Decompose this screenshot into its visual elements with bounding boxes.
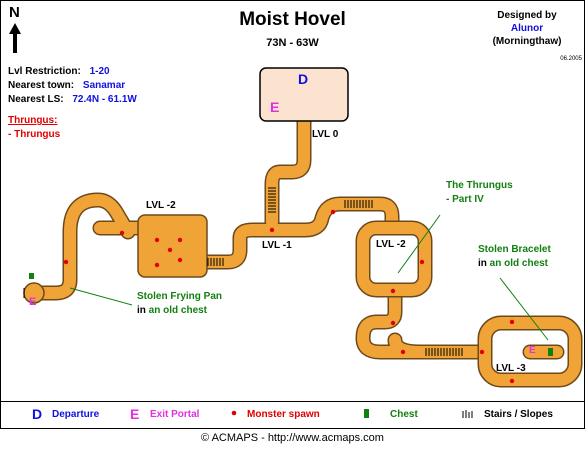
level-restriction: Lvl Restriction: 1-20 — [8, 65, 137, 79]
annotation-bracelet: Stolen Bracelet in an old chest — [478, 243, 551, 271]
stairs-marks — [23, 187, 463, 356]
level-label-lvl-0: LVL 0 — [312, 129, 339, 140]
annotation-pan-location: in an old chest — [137, 304, 222, 318]
boss-title: Thrungus: — [8, 115, 58, 126]
north-arrow-icon — [9, 23, 21, 53]
annotation-bracelet-location: in an old chest — [478, 257, 551, 271]
nearest-lifestone-value: 72.4N - 61.1W — [72, 94, 137, 105]
tunnel-network-fill — [32, 112, 486, 358]
server-name: (Morningthaw) — [492, 36, 562, 47]
annotation-thrungus: The Thrungus - Part IV — [446, 179, 513, 207]
legend-departure-symbol: D — [32, 406, 43, 422]
annotation-thrungus-line1: The Thrungus — [446, 180, 513, 191]
exit-marker-surface: E — [270, 99, 280, 115]
author-name: Alunor — [510, 23, 544, 34]
loop-lvl-minus2-east — [355, 220, 433, 298]
legend-chest-icon — [364, 409, 370, 422]
legend-spawn-label: Monster spawn — [247, 409, 320, 420]
map-title: Moist Hovel — [239, 9, 346, 30]
info-block: Lvl Restriction: 1-20 Nearest town: Sana… — [8, 65, 137, 107]
legend: D Departure E Exit Portal Monster spawn … — [0, 401, 585, 428]
monster-spawns — [63, 209, 515, 384]
chest-icon — [548, 348, 553, 356]
room-lvl-minus2-west — [137, 214, 208, 278]
level-label-lvl-minus2-east: LVL -2 — [376, 239, 406, 250]
departure-marker: D — [298, 71, 309, 87]
level-restriction-value: 1-20 — [89, 66, 110, 77]
nearest-lifestone-label: Nearest LS: — [8, 94, 64, 105]
footer-copyright: © ACMAPS - http://www.acmaps.com — [201, 432, 384, 444]
compass-letter: N — [9, 4, 20, 21]
level-label-lvl-minus3: LVL -3 — [496, 363, 526, 374]
level-restriction-label: Lvl Restriction: — [8, 66, 81, 77]
annotation-pan-title: Stolen Frying Pan — [137, 291, 223, 302]
legend-stairs-icon — [462, 409, 474, 422]
legend-stairs-label: Stairs / Slopes — [484, 409, 553, 420]
legend-departure-label: Departure — [52, 409, 100, 420]
room-lvl-0 — [259, 67, 349, 122]
exit-marker-west: E — [29, 296, 37, 308]
nearest-lifestone: Nearest LS: 72.4N - 61.1W — [8, 93, 137, 107]
nearest-town: Nearest town: Sanamar — [8, 79, 137, 93]
map-date: 06.2005 — [560, 56, 582, 62]
annotation-pan-in: in — [137, 305, 146, 316]
level-label-lvl-minus1: LVL -1 — [262, 240, 292, 251]
dungeon-map — [23, 67, 583, 388]
level-label-lvl-minus2-west: LVL -2 — [146, 200, 176, 211]
annotation-thrungus-line2: - Part IV — [446, 194, 484, 205]
nearest-town-value: Sanamar — [82, 80, 126, 91]
annotation-frying-pan: Stolen Frying Pan in an old chest — [137, 290, 222, 318]
compass: N — [7, 4, 23, 53]
exit-marker-lvl-minus3: E — [529, 345, 536, 356]
legend-spawn-icon — [231, 408, 237, 421]
nearest-town-label: Nearest town: — [8, 80, 75, 91]
annotation-pan-loc: an old chest — [148, 305, 208, 316]
annotation-lines — [69, 214, 549, 341]
boss-item: - Thrungus — [8, 129, 61, 140]
map-coordinates: 73N - 63W — [266, 37, 319, 49]
annotation-bracelet-title: Stolen Bracelet — [478, 244, 551, 255]
legend-exit-label: Exit Portal — [150, 409, 200, 420]
annotation-bracelet-in: in — [478, 258, 487, 269]
designed-by-label: Designed by — [497, 10, 557, 21]
legend-exit-symbol: E — [130, 406, 140, 422]
boss-block: Thrungus: - Thrungus — [8, 114, 60, 142]
designed-by: Designed by Alunor (Morningthaw) — [477, 9, 577, 48]
legend-chest-label: Chest — [390, 409, 418, 420]
annotation-bracelet-loc: an old chest — [489, 258, 549, 269]
chest-icon — [29, 273, 34, 279]
